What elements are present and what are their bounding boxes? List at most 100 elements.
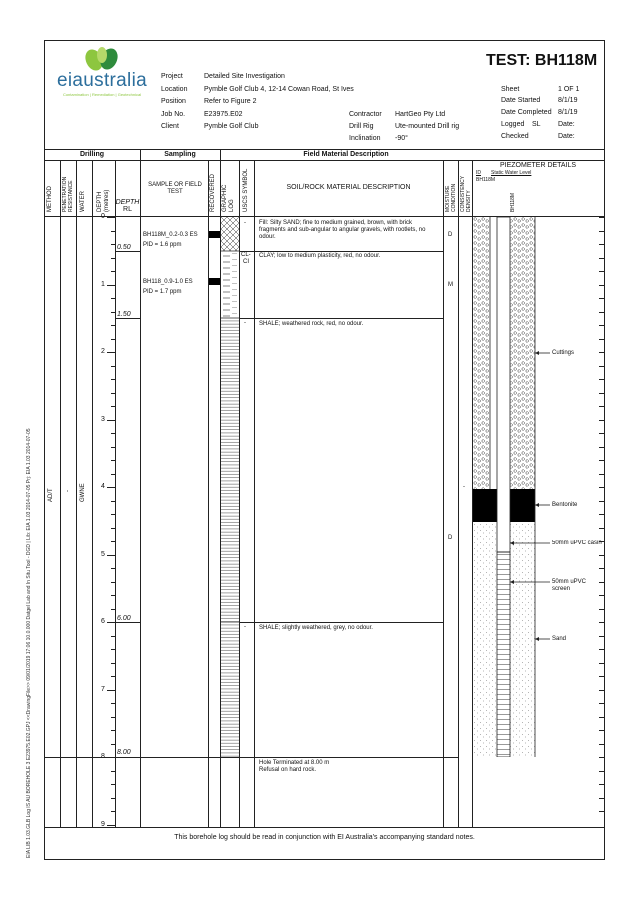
- uscs-2-ci: CI: [243, 259, 249, 265]
- depth-tick-minor: [111, 716, 115, 718]
- right-tick: [599, 446, 605, 448]
- depth-tick-minor: [111, 595, 115, 596]
- right-tick: [599, 365, 605, 367]
- piezo-label-casing: 50mm uPVC casing: [552, 540, 602, 546]
- graphic-fill: [221, 217, 239, 251]
- depth-rl-1-50: 1.50: [117, 311, 131, 318]
- logged-label: Logged: [501, 121, 525, 128]
- right-tick: [599, 541, 605, 542]
- contractor-label: Contractor: [349, 111, 382, 118]
- drill-rig-label: Drill Rig: [349, 123, 374, 130]
- right-tick: [599, 649, 605, 650]
- company-logo: eiaustralia Contamination | Remediation …: [52, 46, 152, 102]
- depth-tick-minor: [111, 608, 115, 610]
- depth-tick-major: [107, 487, 115, 488]
- right-tick: [599, 635, 605, 637]
- date-completed-value: 8/1/19: [558, 109, 578, 116]
- right-tick: [599, 338, 605, 340]
- depth-tick-label: 2: [101, 348, 105, 355]
- desc-4: SHALE; slightly weathered, grey, no odou…: [259, 625, 373, 631]
- col-line-7: [220, 149, 221, 827]
- right-tick: [599, 716, 605, 718]
- col-piezo-well-v: BH118M: [510, 192, 516, 212]
- col-line-4: [115, 160, 116, 827]
- col-uscs: USCS SYMBOL: [243, 168, 249, 212]
- depth-tick-minor: [111, 581, 115, 583]
- sample-2-label: BH118_0.9-1.0 ES: [143, 279, 193, 285]
- depth-tick-minor: [111, 365, 115, 367]
- logged-value: SL: [532, 121, 541, 128]
- piezo-screen: [496, 551, 511, 757]
- page-frame: [44, 40, 605, 860]
- depth-rl-8-00: 8.00: [117, 749, 131, 756]
- depth-tick-label: 6: [101, 618, 105, 625]
- logo-tagline: Contamination | Remediation | Geotechnic…: [62, 92, 142, 97]
- inclination-value: -90°: [395, 135, 408, 142]
- graphic-log: [221, 217, 239, 757]
- rule-section-bottom: [44, 160, 605, 161]
- right-tick: [599, 352, 605, 353]
- moisture-2: M: [448, 282, 453, 288]
- depth-tick-minor: [111, 257, 115, 259]
- sheet-label: Sheet: [501, 86, 520, 93]
- depth-tick-label: 3: [101, 415, 105, 423]
- termination-1: Hole Terminated at 8.00 m: [259, 760, 330, 766]
- job-label: Job No.: [161, 111, 186, 118]
- desc-3: SHALE; weathered rock, red, no odour.: [259, 321, 364, 327]
- depth-tick-minor: [111, 635, 115, 637]
- right-tick: [599, 271, 605, 272]
- footer-note: This borehole log should be read in conj…: [174, 834, 475, 841]
- depth-tick-minor: [111, 338, 115, 340]
- col-graphic: GRAPHIC LOG: [222, 184, 235, 212]
- right-tick: [599, 676, 605, 677]
- col-line-8: [239, 160, 240, 827]
- rule-layer-1: [239, 251, 443, 252]
- depth-tick-minor: [111, 797, 115, 799]
- depth-tick-major: [107, 352, 115, 353]
- depth-tick-minor: [111, 703, 115, 704]
- depth-tick-minor: [111, 460, 115, 461]
- right-tick: [599, 460, 605, 461]
- sheet-value: 1 OF 1: [558, 86, 580, 93]
- depth-tick-minor: [111, 379, 115, 380]
- col-depth-m: DEPTH (metres): [97, 189, 110, 212]
- project-label: Project: [161, 73, 183, 80]
- col-line-9: [254, 160, 255, 827]
- depth-tick-label: 1: [101, 280, 105, 288]
- depth-tick-label: 5: [101, 550, 105, 558]
- right-tick: [599, 392, 605, 394]
- drilling-penetration: -: [65, 490, 71, 492]
- right-tick: [599, 406, 605, 407]
- col-line-12: [472, 160, 473, 827]
- date-started-value: 8/1/19: [558, 97, 578, 104]
- right-tick: [599, 284, 605, 286]
- piezo-label-bentonite: Bentonite: [552, 502, 578, 508]
- piezo-label-screen: 50mm uPVC screen: [552, 579, 587, 592]
- rule-depth-0-5: [115, 251, 140, 252]
- graphic-clay: [221, 251, 239, 318]
- drilling-method: AD/T: [48, 488, 54, 502]
- inclination-label: Inclination: [349, 135, 381, 142]
- rule-header-bottom: [44, 149, 605, 150]
- rule-depth-6-0: [115, 622, 140, 623]
- piezo-bentonite-right: [510, 489, 535, 522]
- depth-tick-minor: [111, 392, 115, 394]
- depth-tick-minor: [111, 298, 115, 299]
- right-tick: [599, 797, 605, 799]
- rule-layer-2: [239, 318, 443, 319]
- logo-brand-text: eiaustralia: [57, 70, 147, 91]
- depth-tick-major: [107, 554, 115, 556]
- uscs-3: -: [244, 320, 246, 326]
- depth-tick-minor: [111, 541, 115, 542]
- logged-date-label: Date:: [558, 121, 575, 128]
- col-line-1: [60, 160, 61, 827]
- location-value: Pymble Golf Club 4, 12-14 Cowan Road, St…: [204, 86, 354, 93]
- col-piezo-id: ID: [476, 170, 481, 176]
- drill-rig-value: Ute-mounted Drill rig: [395, 123, 460, 130]
- right-tick: [599, 217, 605, 218]
- piezometer-diagram: [473, 217, 550, 757]
- col-line-3: [92, 160, 93, 827]
- depth-tick-minor: [111, 811, 115, 812]
- right-tick: [599, 311, 605, 313]
- uscs-1: -: [244, 220, 246, 226]
